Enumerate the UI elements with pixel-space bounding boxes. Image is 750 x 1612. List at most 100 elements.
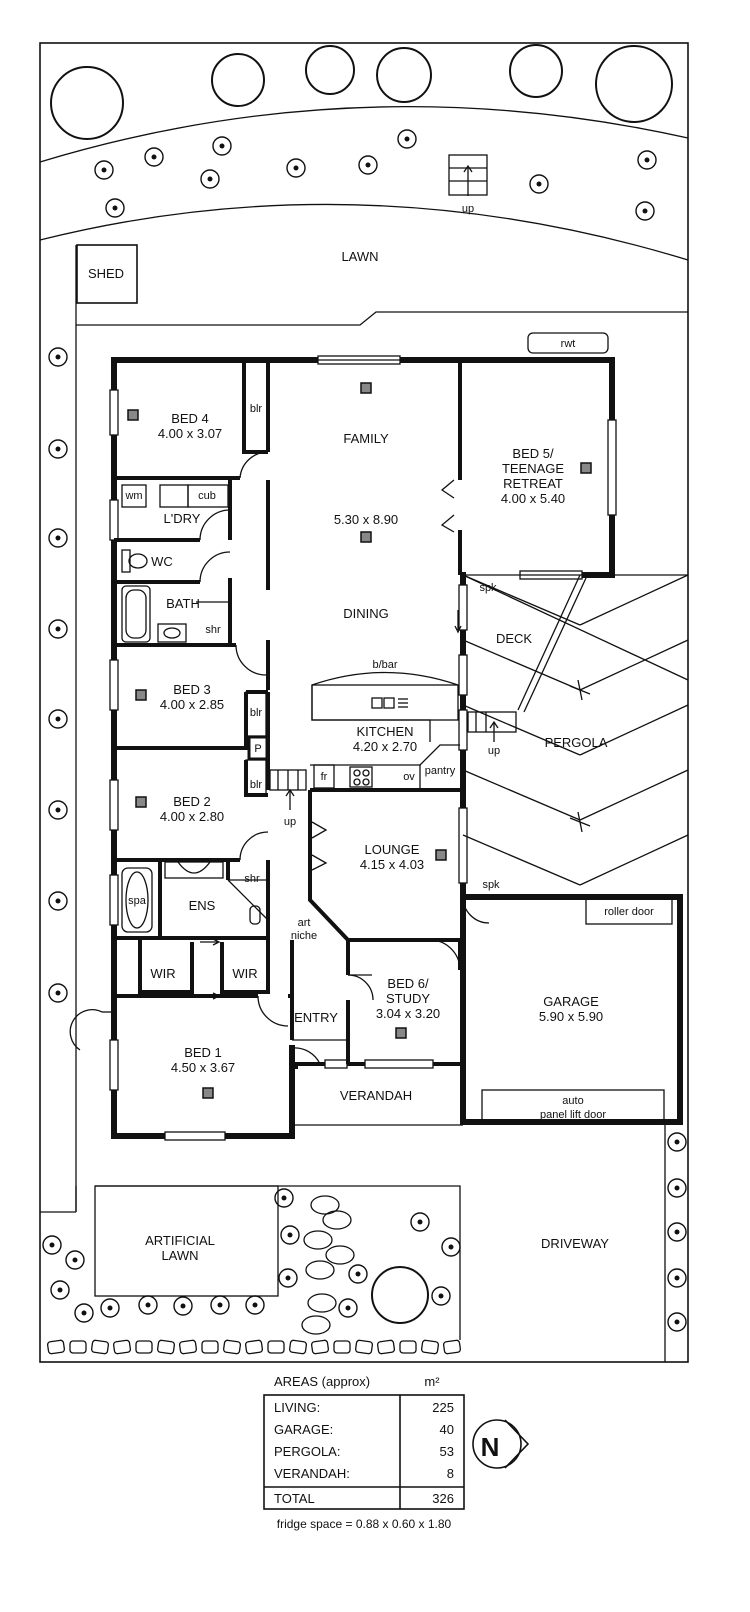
shrub-icon [404, 136, 410, 142]
stepping-stone [307, 1293, 337, 1313]
shrub-icon [107, 1305, 113, 1311]
rwt-label: rwt [561, 338, 576, 350]
bed1-size: 4.50 x 3.67 [171, 1060, 235, 1075]
rock [442, 1339, 462, 1355]
rock [178, 1339, 198, 1355]
lounge-size: 4.15 x 4.03 [360, 857, 424, 872]
up-label-hall: up [284, 816, 296, 828]
blr-bed3-label: blr [250, 707, 263, 719]
bed6-size: 3.04 x 3.20 [376, 1006, 440, 1021]
entry-label: ENTRY [294, 1010, 338, 1025]
shrub-icon [81, 1310, 87, 1316]
wc-label: WC [151, 554, 173, 569]
shed [76, 244, 138, 304]
spk-label-bottom: spk [482, 879, 500, 891]
areas-total-value: 326 [432, 1491, 454, 1506]
art-niche-line2: niche [291, 930, 317, 942]
wir-left-label: WIR [150, 966, 175, 981]
garage-size: 5.90 x 5.90 [539, 1009, 603, 1024]
rock [399, 1340, 417, 1354]
shrub-icon [180, 1303, 186, 1309]
rock [156, 1339, 176, 1355]
up-label-deck: up [488, 745, 500, 757]
shrub-icon [281, 1195, 287, 1201]
bed4-label: BED 4 [171, 411, 209, 426]
bed2-size: 4.00 x 2.80 [160, 809, 224, 824]
shrub-icon [345, 1305, 351, 1311]
family-size: 5.30 x 8.90 [334, 512, 398, 527]
stepping-stone [322, 1210, 352, 1230]
shrub-icon [674, 1139, 680, 1145]
shrub-icon [55, 446, 61, 452]
stepping-stone [325, 1245, 355, 1265]
pantry-label: pantry [425, 765, 456, 777]
areas-row-value: 53 [440, 1444, 454, 1459]
bed1-label: BED 1 [184, 1045, 222, 1060]
side-garden-edge [40, 1186, 77, 1213]
shrub-icon [219, 143, 225, 149]
kitchen-bench [310, 671, 460, 790]
garden-bed-edge-bottom [39, 203, 689, 261]
shrub-icon [55, 990, 61, 996]
post [292, 1063, 298, 1069]
rock [135, 1340, 153, 1354]
shrub-icon [151, 154, 157, 160]
areas-table [263, 1394, 465, 1510]
laundry-label: L'DRY [164, 511, 201, 526]
stepping-stone [305, 1260, 335, 1280]
areas-unit: m² [424, 1374, 440, 1389]
compass-icon [472, 1419, 530, 1469]
window-icon [109, 355, 617, 1141]
shrub-icon [55, 626, 61, 632]
dining-label: DINING [343, 606, 389, 621]
shrub-icon [55, 354, 61, 360]
lawn-label: LAWN [341, 249, 378, 264]
areas-row-label: PERGOLA: [274, 1444, 340, 1459]
shed-label: SHED [88, 266, 124, 281]
arrow-icon [200, 938, 221, 1000]
spa-icon [121, 867, 153, 933]
shrub-icon [55, 716, 61, 722]
arrow-icon [454, 625, 462, 634]
rock [46, 1339, 66, 1355]
bed5-label-line1: BED 5/ [512, 446, 554, 461]
shrub-icon [42, 129, 687, 1332]
bed4-size: 4.00 x 3.07 [158, 426, 222, 441]
wir-right-label: WIR [232, 966, 257, 981]
bathtub-icon [121, 585, 187, 643]
door-icon [311, 854, 328, 871]
kitchen-label: KITCHEN [356, 724, 413, 739]
shrub-icon [207, 176, 213, 182]
bed6-label-line2: STUDY [386, 991, 430, 1006]
rock [69, 1340, 87, 1354]
bed2-label: BED 2 [173, 794, 211, 809]
shrub-icon [145, 1302, 151, 1308]
rock [244, 1339, 264, 1355]
shrub-icon [101, 167, 107, 173]
areas-row-label: GARAGE: [274, 1422, 333, 1437]
shrub-icon [285, 1275, 291, 1281]
driveway-label: DRIVEWAY [541, 1236, 609, 1251]
ens-label: ENS [189, 898, 216, 913]
steps [269, 769, 307, 810]
verandah-label: VERANDAH [340, 1088, 412, 1103]
fridge-note: fridge space = 0.88 x 0.60 x 1.80 [277, 1517, 452, 1531]
artificial-lawn [94, 1185, 279, 1297]
shrub-icon [49, 1242, 55, 1248]
compass-n-label: N [481, 1432, 500, 1462]
lounge-label: LOUNGE [365, 842, 420, 857]
rock [354, 1339, 374, 1355]
artificial-lawn-line2: LAWN [161, 1248, 198, 1263]
door-icon [311, 821, 328, 839]
family-label: FAMILY [343, 431, 389, 446]
shrub-icon [417, 1219, 423, 1225]
bbar-label: b/bar [372, 659, 397, 671]
vanity-icon [164, 861, 269, 925]
rock-border [46, 1339, 462, 1355]
shrub-icon [438, 1293, 444, 1299]
areas-row-label: LIVING: [274, 1400, 320, 1415]
tree-icon [371, 1266, 429, 1324]
lawn-edge [76, 311, 688, 326]
stepping-stones [301, 1195, 355, 1335]
deck-label: DECK [496, 631, 532, 646]
